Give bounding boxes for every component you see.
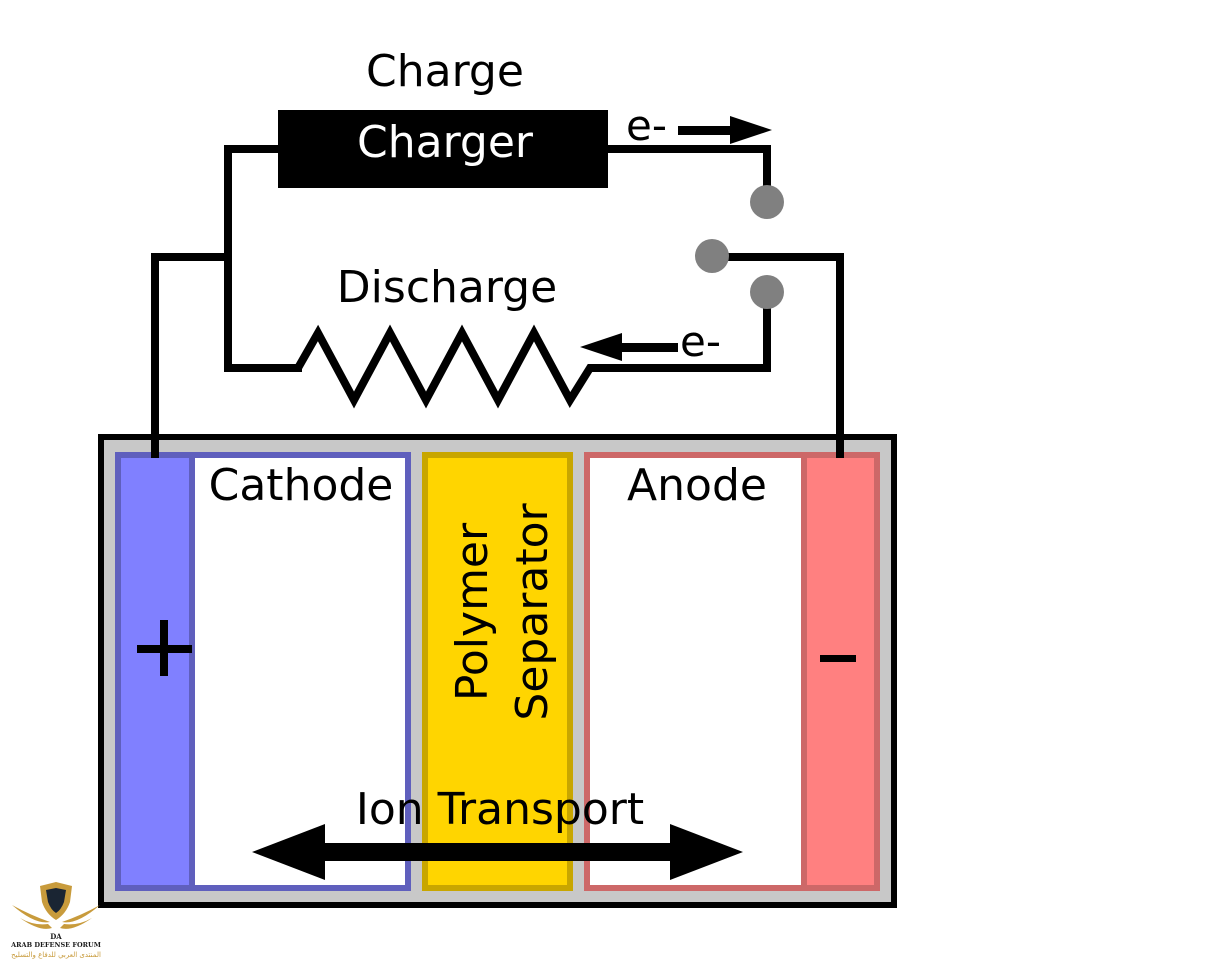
electron-arrow-right-icon [678, 116, 772, 144]
electron-label-bottom: e- [680, 317, 721, 366]
electron-label-top: e- [626, 101, 667, 150]
switch-contact-common[interactable] [695, 239, 729, 273]
ion-transport-label: Ion Transport [356, 784, 644, 835]
logo-monogram: DA [50, 932, 62, 941]
discharge-label: Discharge [337, 262, 557, 313]
ion-transport-arrow-icon [252, 824, 743, 880]
logo-wings-icon [12, 905, 100, 929]
cathode-terminal-wire [151, 253, 228, 458]
logo-name-ar: المنتدى العربي للدفاع والتسليح [11, 951, 101, 959]
charge-label: Charge [366, 46, 524, 97]
anode-current-collector [801, 452, 880, 891]
separator-label-separator: Separator [507, 502, 558, 720]
arab-defense-forum-logo: DA ARAB DEFENSE FORUM المنتدى العربي للد… [10, 882, 101, 959]
charger-to-switch-wire [606, 145, 771, 202]
electron-arrow-left-icon [580, 333, 678, 361]
cathode-current-collector [115, 452, 195, 891]
resistor-icon [294, 292, 771, 409]
switch-contact-charge[interactable] [750, 185, 784, 219]
separator-label-polymer: Polymer [447, 522, 498, 701]
negative-sign-icon [820, 655, 856, 662]
switch-contact-discharge[interactable] [750, 275, 784, 309]
positive-sign-icon [137, 620, 192, 676]
charger-box [278, 110, 608, 188]
charge-loop-wire [224, 145, 302, 372]
anode-label: Anode [627, 460, 767, 511]
anode-terminal-wire [712, 253, 844, 458]
logo-name-en: ARAB DEFENSE FORUM [10, 941, 101, 949]
polymer-separator [422, 452, 573, 891]
cathode-label: Cathode [209, 460, 394, 511]
charger-label: Charger [357, 117, 534, 168]
